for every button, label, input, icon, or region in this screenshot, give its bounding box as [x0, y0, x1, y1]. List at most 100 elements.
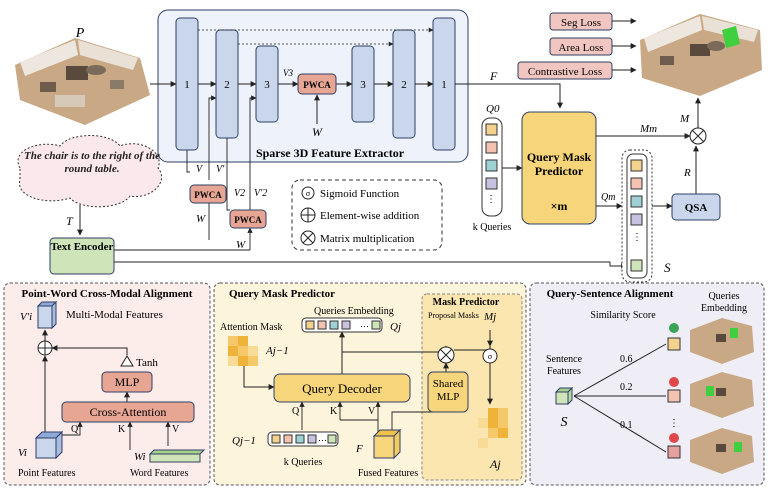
enc-label-2: 2: [224, 79, 230, 91]
panel3-score-2: 0.1: [620, 420, 633, 431]
losses: [517, 12, 637, 80]
w-label-2: W: [236, 239, 246, 251]
v3-label: V3: [283, 68, 293, 78]
svg-text:⋮: ⋮: [632, 232, 642, 243]
panel1-word-features: Word Features: [130, 468, 188, 479]
cross-icon: [669, 377, 679, 387]
panel1-tanh-out: [51, 345, 128, 355]
panel2-qjprev-cells: ⋯: [271, 434, 337, 445]
room-thumb-2: [690, 372, 754, 418]
input-point-cloud-image: [15, 38, 150, 125]
s-label-top: S: [664, 260, 671, 275]
panel1-mm-features: Multi-Modal Features: [66, 309, 163, 321]
svg-text:⋯: ⋯: [360, 321, 369, 331]
panel2-mask-predictor: Mask Predictor: [433, 297, 500, 308]
panel1-vprime-block: [36, 300, 58, 330]
cross-icon: [669, 433, 679, 443]
check-icon: [669, 323, 679, 333]
panel1-add-node: [37, 340, 53, 356]
text-encoder-block: [49, 237, 115, 275]
enc-label-1: 1: [184, 79, 190, 91]
panel2-qj: Qj: [390, 321, 401, 333]
panel1-vi: Vi: [18, 447, 27, 459]
panel1-vprime: V'i: [20, 311, 32, 323]
qmp-block: [521, 111, 597, 225]
svg-text:⋮: ⋮: [669, 418, 679, 429]
panel2-attention-mask: Attention Mask: [220, 322, 283, 333]
panel1-word-bar: [148, 449, 206, 463]
text-bubble-content: The chair is to the right of the round t…: [24, 150, 160, 175]
pwca-block-top: [297, 73, 337, 95]
dec-label-1: 1: [441, 79, 447, 91]
pwca-block-1: [189, 184, 227, 204]
w-label-1: W: [196, 213, 206, 225]
svg-text:⋯: ⋯: [318, 435, 327, 445]
room-thumb-1: [690, 318, 754, 364]
qmp-title-wrap: Query Mask Predictor: [527, 150, 591, 178]
qmp-times: ×m: [551, 199, 568, 213]
panel2-fused-cube: [372, 428, 402, 460]
sigmoid-symbol-text: σ: [306, 189, 311, 198]
panel2-aprev-grid: [228, 336, 258, 366]
panel2-fused-features: Fused Features: [358, 468, 418, 479]
panel2-mult-node: [437, 346, 455, 364]
v2-prime-label: V'2: [254, 188, 267, 199]
panel2-queries-embedding: Queries Embedding: [314, 306, 394, 317]
panel2-proposal-masks: Proposal Masks: [428, 311, 479, 320]
sigmoid-symbol: [301, 186, 315, 200]
panel3-sentence-cube: [554, 386, 574, 406]
output-point-cloud-image: [640, 14, 762, 96]
legend-sigmoid: Sigmoid Function: [320, 188, 400, 200]
t-label: T: [66, 214, 74, 228]
main-flow-arrows: [150, 81, 563, 109]
add-symbol: [300, 207, 316, 223]
legend-matmul: Matrix multiplication: [320, 233, 415, 245]
q0-label: Q0: [486, 103, 500, 115]
v-label: V: [196, 164, 204, 175]
panel2-shared-mlp: [427, 371, 469, 413]
tanh-icon: [120, 355, 134, 367]
skip-connections: [198, 27, 434, 47]
panel2-f: F: [355, 443, 363, 455]
panel3-score-1: 0.2: [620, 382, 633, 393]
qsa-label: QSA: [685, 202, 708, 214]
panel1-qkv-arrows: [60, 421, 171, 450]
panel2-v: V: [368, 406, 376, 417]
panel2-mj: Mj: [483, 311, 496, 323]
panel2-qjprev: Qj−1: [232, 435, 256, 447]
panel3-title: Query-Sentence Alignment: [547, 288, 674, 300]
panel2-title: Query Mask Predictor: [229, 288, 335, 300]
room-thumb-3: [690, 428, 754, 474]
legend-box: [291, 179, 443, 251]
panel2-aj: Aj: [489, 457, 501, 471]
panel2-aprev: Aj−1: [265, 345, 289, 357]
mm-label: Mm: [639, 123, 657, 135]
panel3-lines: [573, 343, 667, 453]
v-prime-label: V': [216, 164, 225, 175]
panel2-k-queries: k Queries: [284, 457, 323, 468]
panel3-queries-embedding-wrap: Queries Embedding: [701, 291, 747, 314]
m-hat-label: M: [679, 113, 690, 125]
panel3-s: S: [561, 415, 568, 430]
r-label: R: [683, 167, 691, 179]
panel3-room-thumbnails: [690, 318, 754, 474]
panel1-mlp-label: MLP: [115, 375, 140, 389]
panel2-q: Q: [292, 406, 300, 417]
loss-area-label: Area Loss: [559, 42, 604, 54]
panel3-query-box-1: [667, 337, 681, 351]
panel1-point-features: Point Features: [18, 468, 76, 479]
input-label-p: P: [75, 26, 85, 41]
panel2-aj-grid: [478, 408, 508, 448]
enc-label-3: 3: [264, 79, 270, 91]
panel2-mask-arrow: [243, 366, 275, 390]
text-bubble: [17, 135, 163, 208]
dec-label-2: 2: [401, 79, 407, 91]
extractor-title: Sparse 3D Feature Extractor: [256, 146, 405, 160]
pwca-top-label: PWCA: [303, 80, 331, 90]
panel2-shared-mlp-wrap: Shared MLP: [433, 378, 464, 403]
panel2-query-decoder-label: Query Decoder: [302, 381, 382, 396]
panel2-sigma-text: σ: [488, 352, 493, 361]
panel1-vi-cube: [34, 430, 64, 460]
panel1-cross-attention-label: Cross-Attention: [90, 405, 167, 419]
panel3-query-box-2: [667, 389, 681, 403]
